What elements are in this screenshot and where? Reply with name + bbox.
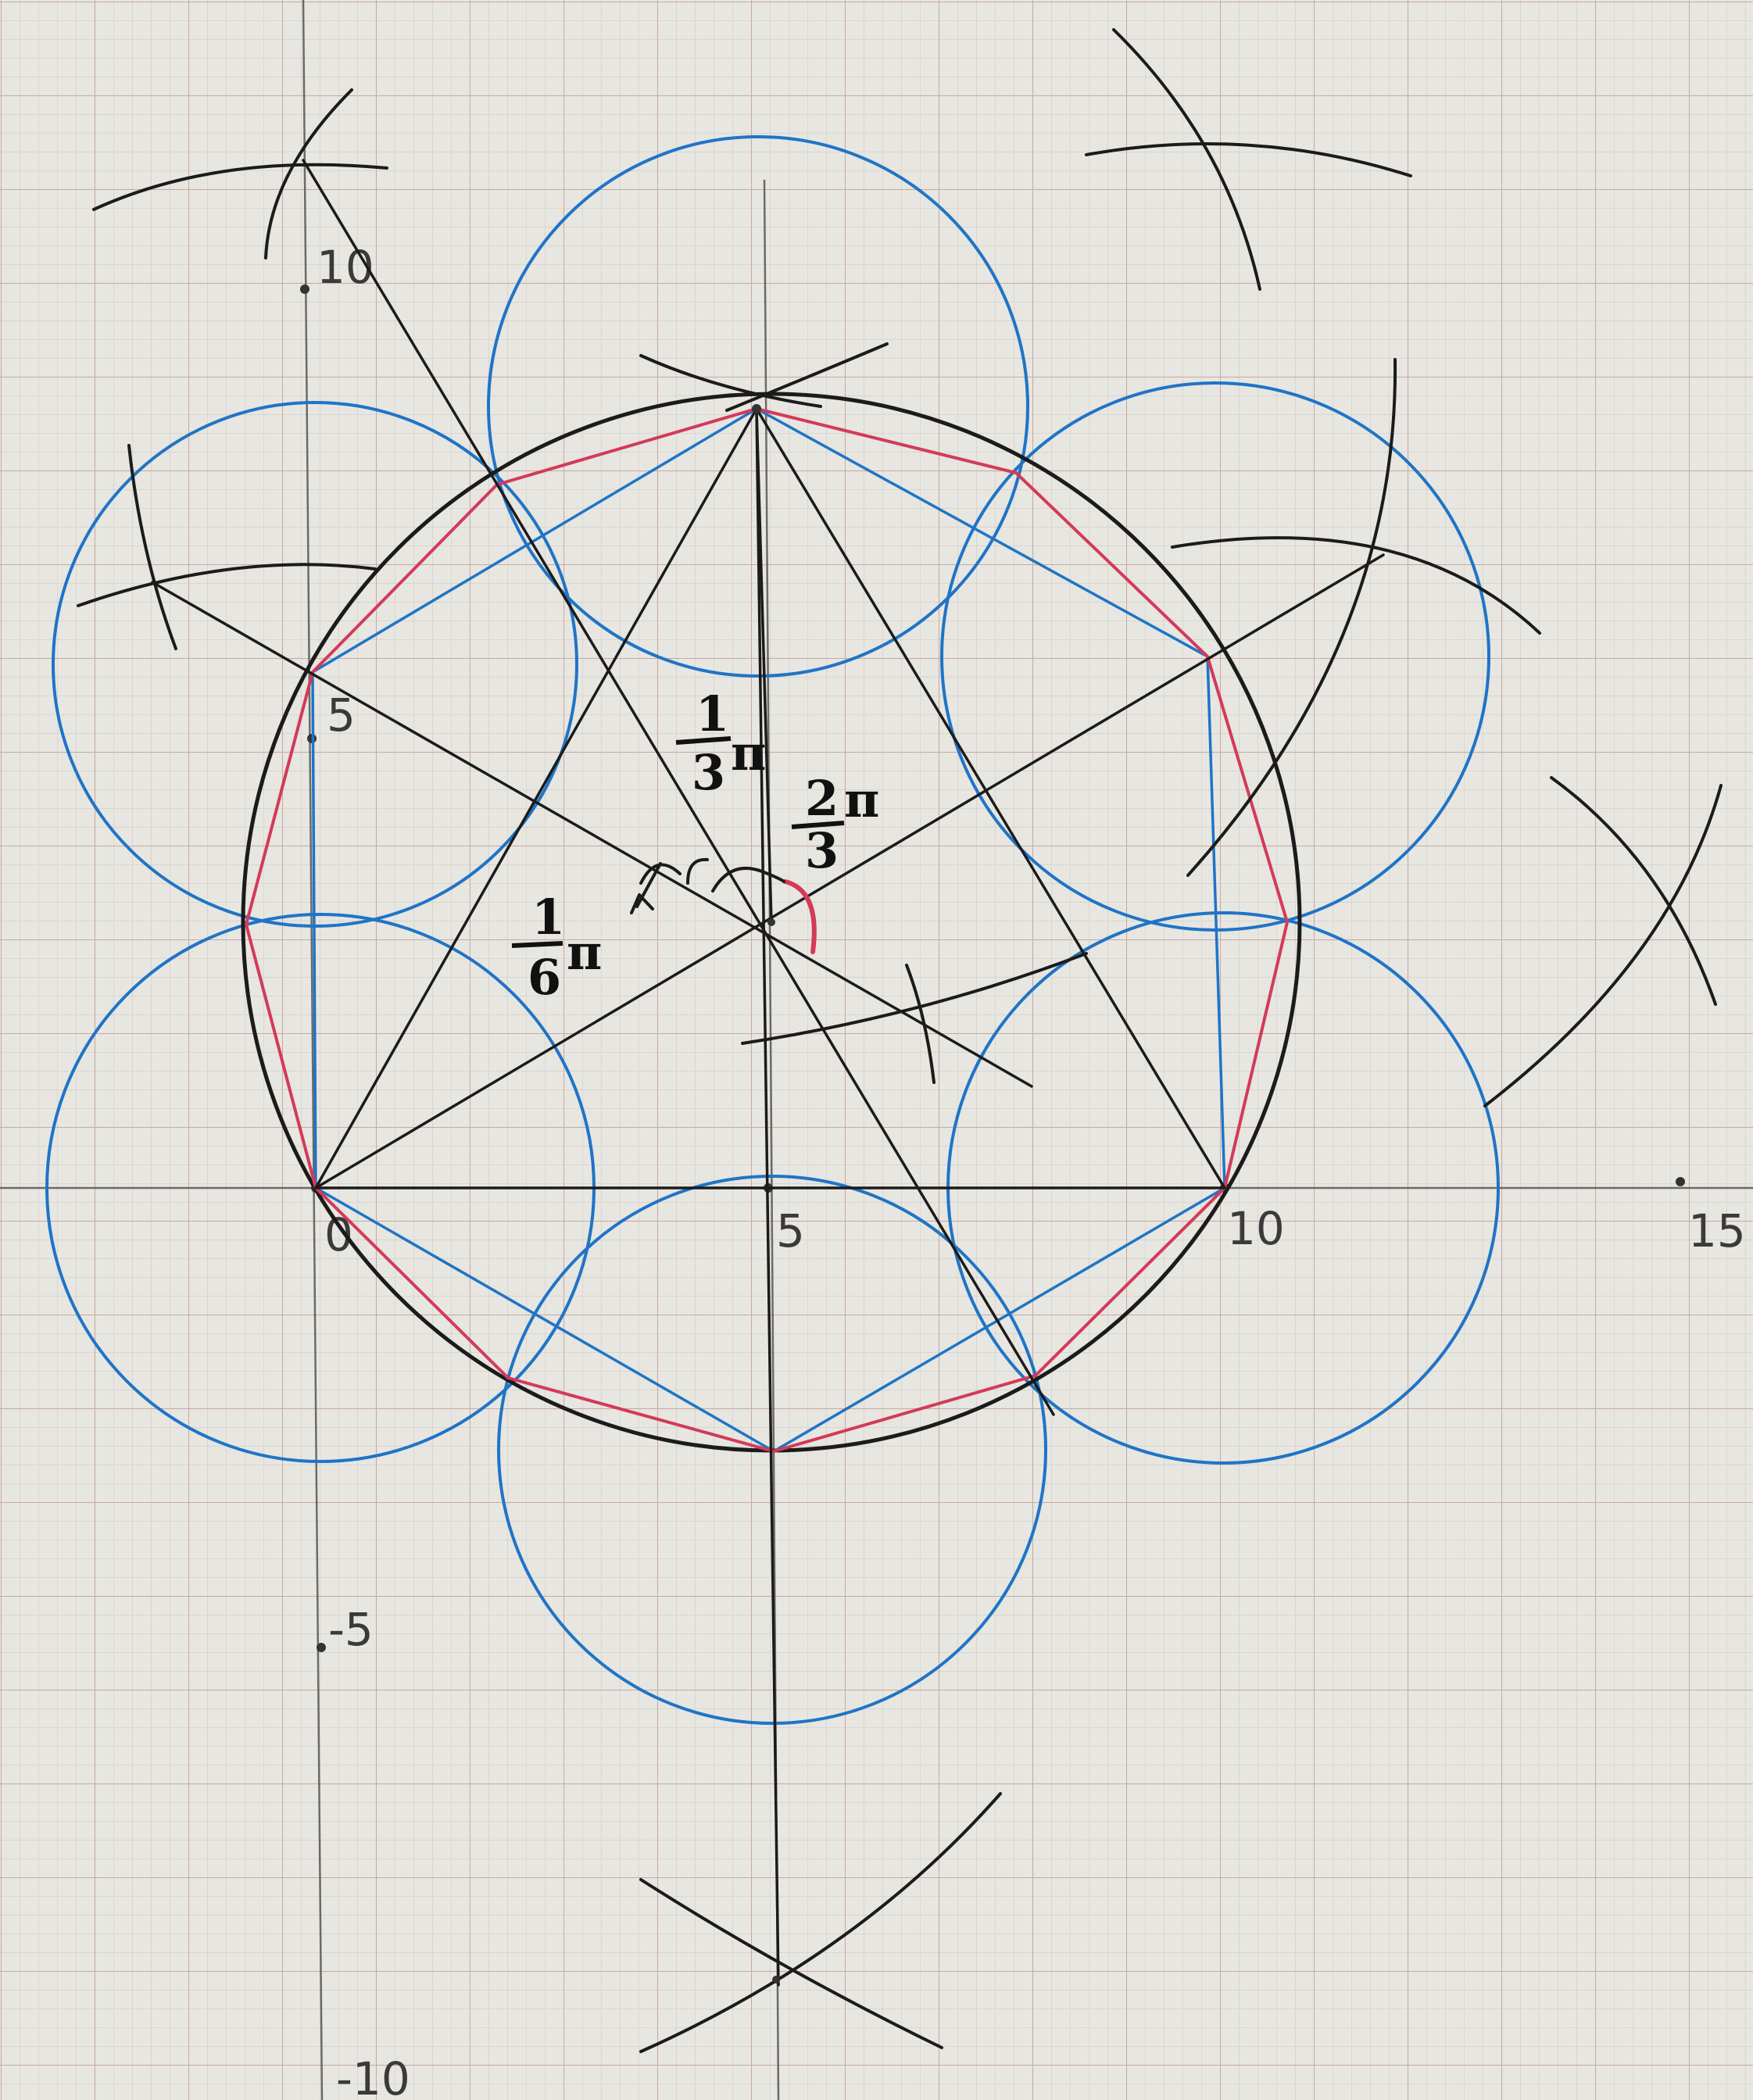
red-dodecagon — [244, 406, 1290, 1454]
2pi3-denominator: 3 — [805, 822, 839, 879]
blue-circle-bottom — [497, 1175, 1047, 1725]
line-radius-up — [755, 407, 773, 924]
red-angle-arc — [783, 879, 817, 954]
arc-center-right — [741, 952, 1088, 1045]
x-tick-label-0: 0 — [324, 1208, 353, 1261]
y-tick-label-neg10: -10 — [336, 2052, 410, 2100]
arc-top-center-1 — [639, 354, 822, 408]
2pi3-numerator: 2 — [805, 770, 839, 827]
2pi3-fraction-bar — [791, 821, 845, 829]
pi6-symbol: π — [567, 924, 602, 981]
x-tick-label-5: 5 — [776, 1204, 805, 1257]
pi6-numerator: 1 — [531, 889, 565, 946]
arc-far-right-2 — [1483, 784, 1723, 1107]
2pi3-symbol: π — [844, 771, 879, 828]
pi3-fraction-bar — [675, 736, 732, 745]
blue-circle-top — [487, 135, 1029, 678]
line-diameter-pi6 — [151, 581, 1033, 1088]
vertex-dot-center — [767, 918, 775, 926]
pi3-symbol: π — [731, 724, 766, 782]
line-triangle-right — [755, 407, 1226, 1190]
arc-bottom-2 — [639, 1792, 1002, 2053]
construction-lines — [151, 159, 1385, 1987]
pi3-denominator: 3 — [692, 744, 725, 801]
y-tick-label-10: 10 — [317, 241, 374, 294]
tick-dot-yneg5 — [317, 1643, 326, 1652]
arc-top-right-2 — [1112, 28, 1261, 291]
arc-left-2 — [127, 444, 177, 650]
line-diameter-2pi3 — [314, 553, 1385, 1190]
line-vertical — [755, 409, 780, 1987]
arc-right-2 — [1186, 358, 1397, 877]
angle-label-2pi3: 2 3 π — [791, 770, 879, 879]
x-tick-label-10: 10 — [1227, 1202, 1285, 1255]
arc-bottom-1 — [639, 1878, 943, 2049]
arc-left-1 — [77, 563, 377, 607]
pi6-fraction-bar — [511, 941, 563, 948]
pi3-numerator: 1 — [696, 685, 729, 742]
tick-dot-x15 — [1676, 1177, 1685, 1186]
x-tick-label-15: 15 — [1688, 1204, 1746, 1257]
arc-top-right-1 — [1085, 141, 1412, 177]
tick-dot-y10 — [300, 284, 309, 294]
arc-top-center-2 — [725, 342, 889, 412]
angle-arrow — [630, 862, 662, 914]
angle-label-pi3: 1 3 π — [675, 685, 766, 801]
angle-arc-pi3 — [711, 866, 785, 893]
pi6-denominator: 6 — [528, 949, 561, 1006]
vertex-dot-top — [752, 404, 761, 413]
line-triangle-left — [314, 407, 758, 1190]
y-tick-label-neg5: -5 — [328, 1603, 374, 1656]
angle-marks — [630, 857, 817, 954]
arc-far-right-1 — [1550, 776, 1717, 1006]
y-axis — [302, 0, 324, 2100]
compass-arcs — [77, 28, 1723, 2053]
arc-center-tick — [905, 964, 936, 1084]
arc-top-left-2 — [264, 88, 353, 259]
vertex-dots — [752, 404, 780, 1984]
arc-right-1 — [1171, 536, 1541, 635]
line-diagonal-nw — [302, 159, 1055, 1416]
vertex-dot-bottom-construction — [772, 1976, 780, 1984]
angle-label-pi6: 1 6 π — [511, 889, 602, 1006]
arc-top-left-1 — [92, 163, 388, 211]
blue-circles — [45, 135, 1500, 1725]
